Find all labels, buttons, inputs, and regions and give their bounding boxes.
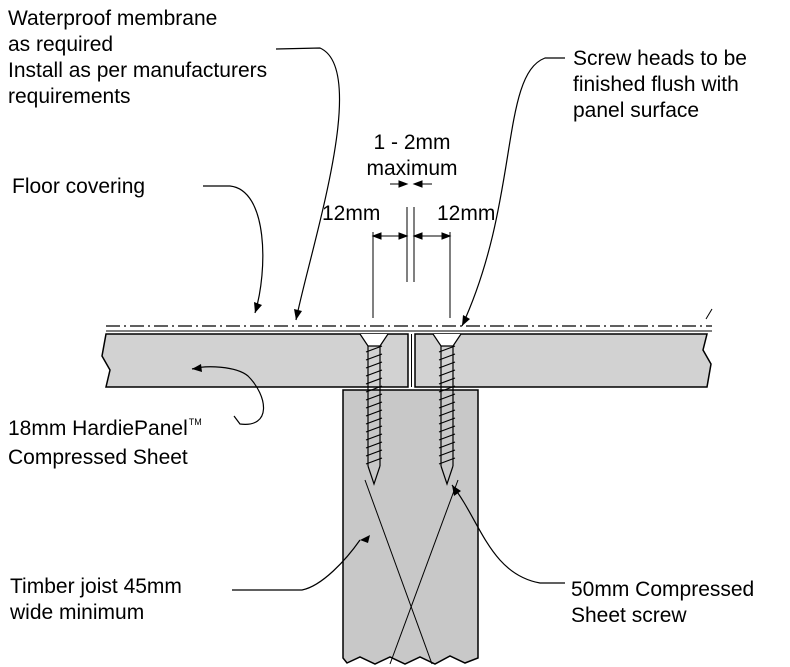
countersink-left xyxy=(359,333,389,347)
label-screw: 50mm Compressed Sheet screw xyxy=(571,577,754,629)
joist-line-2: wide minimum xyxy=(10,601,145,624)
gap-line-2: maximum xyxy=(366,157,458,180)
screw-heads-line-2: finished flush with xyxy=(573,73,739,96)
membrane-end-tick xyxy=(705,308,713,320)
panel-line-2: Compressed Sheet xyxy=(8,446,188,469)
label-waterproof-membrane: Waterproof membrane as required Install … xyxy=(8,6,267,110)
trademark-symbol: TM xyxy=(188,417,202,427)
panel-name: 18mm HardiePanel xyxy=(8,417,188,440)
screw-line-2: Sheet screw xyxy=(571,604,687,627)
membrane-line-4: requirements xyxy=(8,85,131,108)
label-dim-right: 12mm xyxy=(437,202,496,225)
countersink-right xyxy=(432,333,462,347)
label-gap: 1 - 2mm maximum xyxy=(350,130,474,182)
timber-joist xyxy=(342,389,479,665)
leader-lines xyxy=(191,47,565,591)
hardiepanel-right xyxy=(414,333,712,388)
joist-grain-line-1 xyxy=(364,479,433,665)
screw-right xyxy=(438,345,456,486)
screw-heads-line-1: Screw heads to be xyxy=(573,47,747,70)
label-floor-covering: Floor covering xyxy=(12,175,146,198)
label-screw-heads: Screw heads to be finished flush with pa… xyxy=(573,46,747,124)
dimension-lines xyxy=(371,180,452,318)
gap-line-1: 1 - 2mm xyxy=(373,131,451,154)
hardiepanel-left xyxy=(101,333,409,388)
label-timber-joist: Timber joist 45mm wide minimum xyxy=(10,574,182,626)
panel-line-1: 18mm HardiePanelTM xyxy=(8,416,202,445)
screw-line-1: 50mm Compressed xyxy=(571,578,755,601)
leader-arrowheads xyxy=(192,302,470,543)
membrane-line-1: Waterproof membrane xyxy=(8,7,218,30)
membrane-line-2: as required xyxy=(8,33,114,56)
screw-left xyxy=(365,345,383,486)
label-hardiepanel: 18mm HardiePanelTM Compressed Sheet xyxy=(8,416,202,471)
label-dim-left: 12mm xyxy=(322,202,381,225)
membrane-line-3: Install as per manufacturers xyxy=(8,59,268,82)
screw-heads-line-3: panel surface xyxy=(573,99,700,122)
joist-line-1: Timber joist 45mm xyxy=(10,575,182,598)
joist-grain-line-2 xyxy=(389,479,459,665)
